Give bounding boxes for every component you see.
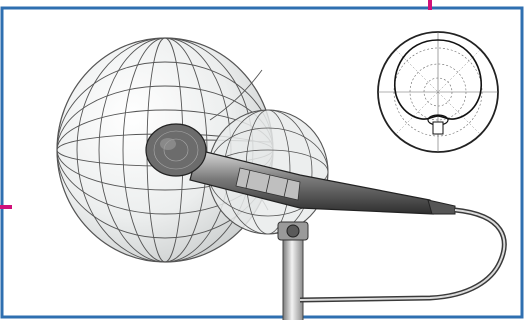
left-accent-mark bbox=[0, 205, 12, 209]
microphone-stand bbox=[278, 222, 308, 320]
top-accent-mark bbox=[428, 0, 432, 10]
polar-pattern-inset bbox=[378, 32, 498, 152]
